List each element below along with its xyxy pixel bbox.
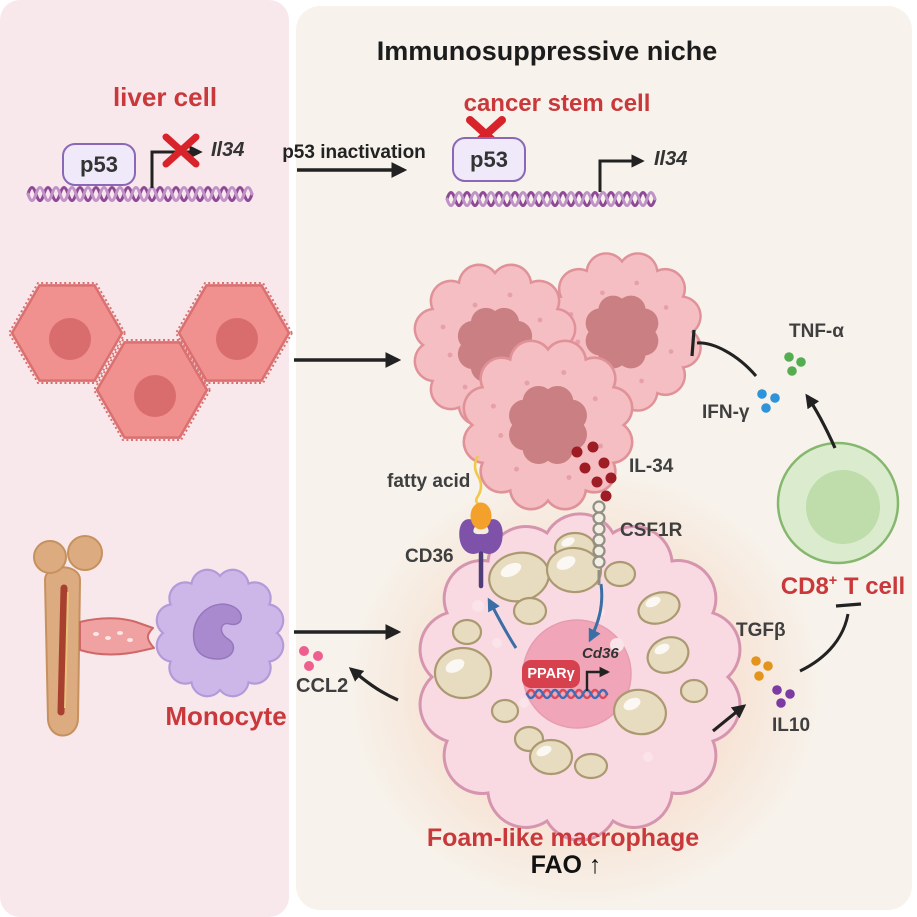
monocyte-label: Monocyte (165, 701, 287, 731)
tnf-dots (784, 352, 806, 376)
cd8-t-cell (776, 441, 900, 565)
fao-up-arrow-icon: ↑ (588, 851, 602, 879)
ccl2-dots (299, 646, 323, 671)
cd8-base: CD8 (780, 573, 829, 600)
page-title: Immunosuppressive niche (376, 36, 718, 66)
liver-cell-label: liver cell (112, 82, 218, 112)
cytokines-inhibit-cancer-tbar (690, 329, 758, 377)
foam-macrophage (418, 512, 742, 842)
nucleus-dna (525, 688, 609, 700)
p53-protein-liver: p53 (62, 143, 136, 186)
cd36-receptor (459, 519, 503, 589)
il34-gene-label-cancer: Il34 (654, 148, 688, 170)
cd8-rest: T cell (837, 573, 906, 600)
transcription-arrow-cancer (598, 154, 645, 192)
foam-macrophage-label: Foam-like macrophage (426, 824, 700, 852)
fao-text: FAO (530, 851, 582, 879)
monocyte-cell (155, 568, 285, 698)
dna-helix-liver (26, 186, 254, 202)
cytoplasm-bubbles (472, 600, 653, 762)
il10-dots (772, 685, 795, 708)
cancer-stem-cell-label: cancer stem cell (463, 90, 651, 117)
macrophage-to-ccl2-arrow (348, 667, 399, 702)
p53-inactivation-label: p53 inactivation (282, 142, 426, 163)
ppar-gamma-box: PPARγ (522, 660, 580, 688)
cd36-gene-label: Cd36 (582, 645, 619, 662)
csf1r-label: CSF1R (620, 520, 683, 541)
il34-gene-label-liver: Il34 (211, 139, 245, 161)
red-x-icon-liver (162, 133, 200, 168)
fatty-acid-label: fatty acid (387, 471, 471, 492)
bone-icon (33, 535, 103, 737)
tgfb-inhibit-tcell-tbar (799, 602, 862, 673)
macrophage-to-tgfb-arrow (711, 704, 747, 733)
liver-cells (7, 281, 294, 442)
tgfb-dots (751, 656, 773, 681)
tnf-label: TNF-α (789, 321, 844, 342)
tcell-to-cytokines-arrow (805, 393, 837, 449)
ccl2-label: CCL2 (296, 675, 349, 697)
ifn-dots (757, 389, 780, 413)
liver-panel (0, 0, 289, 917)
tgfb-label: TGFβ (736, 620, 786, 641)
dna-helix-cancer (445, 191, 657, 207)
il34-dots (571, 441, 617, 502)
cd36-upregulation-arrow (487, 597, 518, 649)
blood-vessel (79, 617, 155, 656)
csf1r-signal-arrow (588, 583, 604, 643)
transcription-arrow-cd36 (585, 666, 611, 691)
il34-cytokine-label: IL-34 (629, 456, 674, 477)
cd8-sup: + (828, 573, 838, 589)
fatty-acid-molecule (470, 455, 492, 530)
p53-protein-cancer: p53 (452, 137, 526, 182)
csf1r-receptor (592, 500, 606, 585)
cd8-t-cell-label: CD8+ T cell (781, 574, 905, 599)
il10-label: IL10 (772, 715, 811, 736)
fao-label: FAO ↑ (531, 853, 602, 878)
cd36-receptor-label: CD36 (405, 546, 454, 567)
ifn-label: IFN-γ (702, 402, 750, 423)
